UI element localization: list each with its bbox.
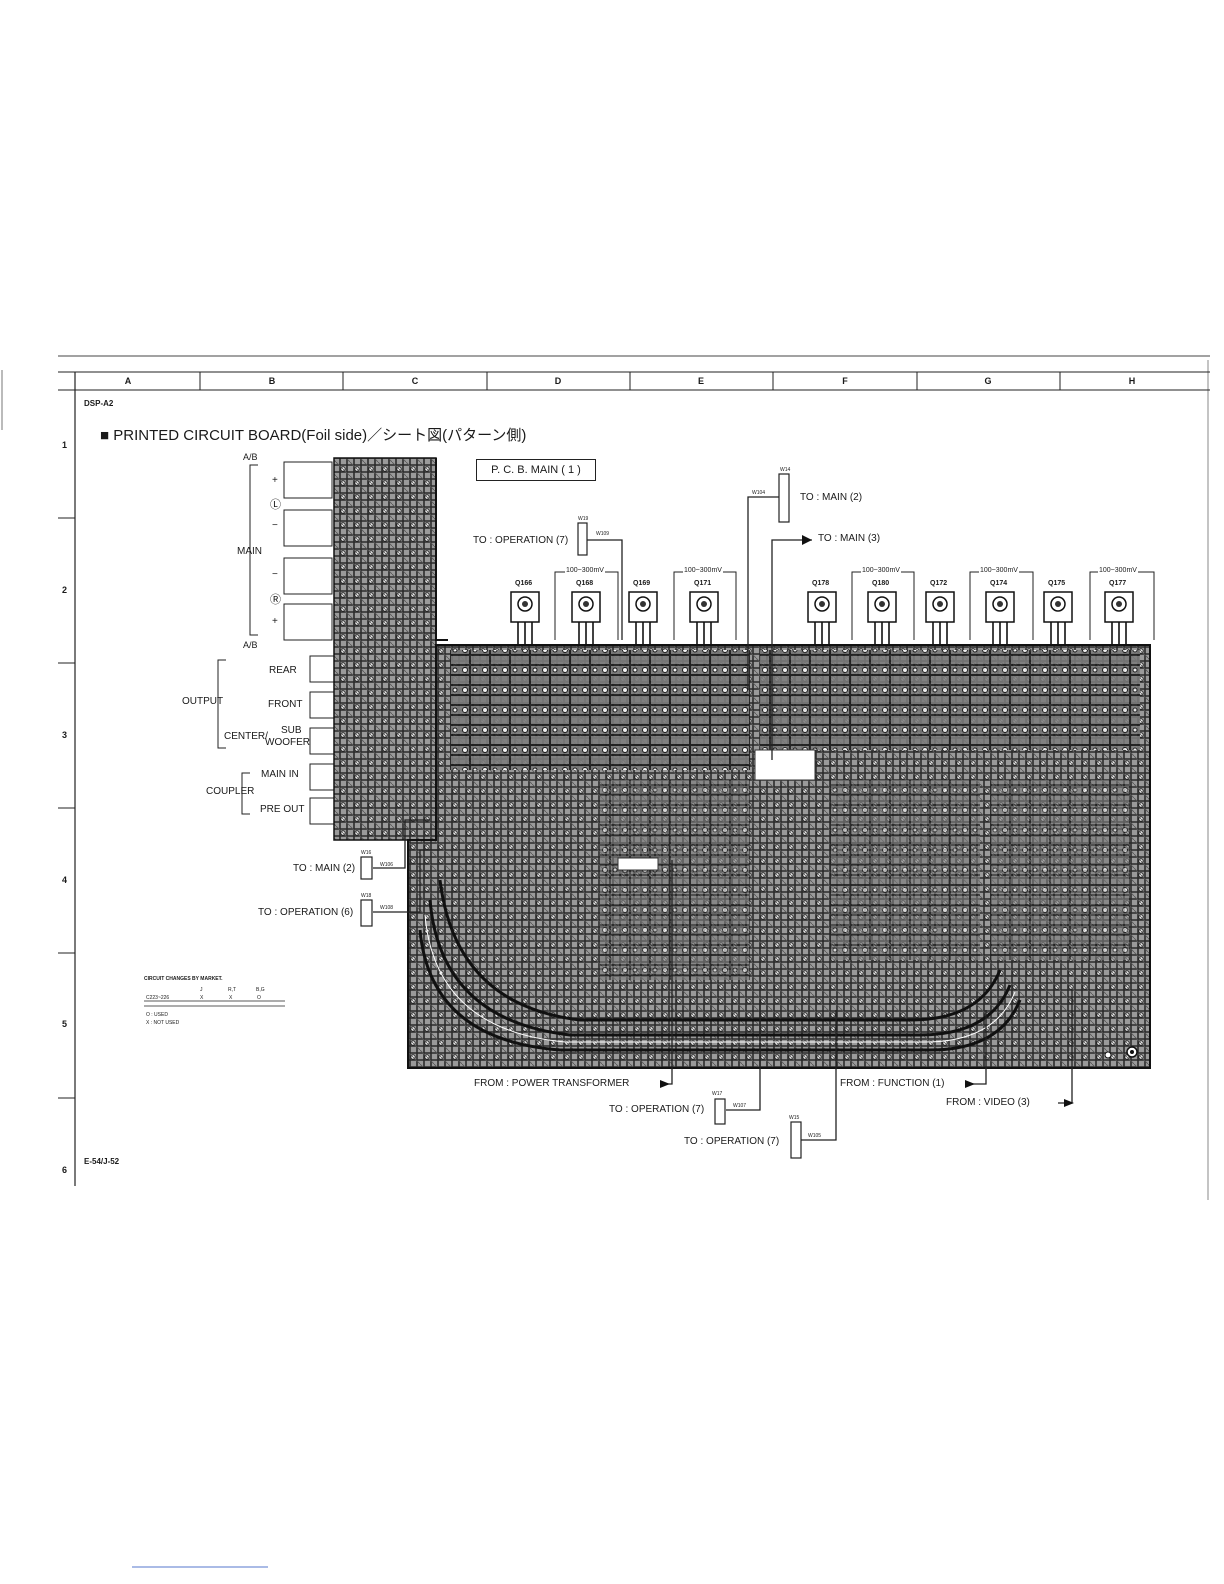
label-from-video: FROM : VIDEO (3) [946, 1097, 1030, 1108]
market-table-header-bg: B,G [256, 987, 265, 993]
transistor-voltage-q180: 100~300mV [861, 567, 901, 574]
transistor-voltage-q177: 100~300mV [1098, 567, 1138, 574]
transistor-label-q172: Q172 [930, 580, 948, 587]
output-center-label: CENTER/ [224, 731, 268, 742]
market-table-cell-rt: X [229, 995, 233, 1001]
transistor-label-q171: Q171 [694, 580, 712, 587]
label-to-main-2-left: TO : MAIN (2) [293, 863, 356, 874]
column-label-f: F [842, 376, 848, 386]
transistor-label-q166: Q166 [515, 580, 533, 587]
label-from-function: FROM : FUNCTION (1) [840, 1078, 945, 1089]
connector-id-w109: W109 [596, 531, 610, 537]
connector-id-w19: W19 [578, 516, 589, 522]
terminal-ab-top: A/B [243, 452, 258, 462]
output-woofer-label: WOOFER [265, 737, 310, 748]
transistor-q169 [628, 591, 658, 646]
column-label-c: C [411, 376, 419, 386]
transistor-q166 [510, 591, 540, 646]
market-table-header-j: J [200, 987, 203, 993]
label-to-operation-7-top: TO : OPERATION (7) [473, 535, 569, 546]
label-to-main-3: TO : MAIN (3) [818, 533, 881, 544]
market-table-legend-used: O : USED [146, 1012, 168, 1018]
terminal-plus-bottom: + [272, 616, 278, 627]
label-to-operation-6: TO : OPERATION (6) [258, 907, 354, 918]
transistor-q174 [985, 591, 1015, 646]
row-label-3: 3 [62, 730, 68, 740]
transistor-label-q178: Q178 [812, 580, 830, 587]
transistor-q168 [571, 591, 601, 646]
output-sub-label: SUB [281, 725, 302, 736]
output-group-label: OUTPUT [182, 696, 224, 707]
terminal-ab-bottom: A/B [243, 640, 258, 650]
label-from-power-transformer: FROM : POWER TRANSFORMER [474, 1078, 630, 1089]
connector-id-w14: W14 [780, 467, 791, 473]
column-label-h: H [1128, 376, 1136, 386]
row-label-1: 1 [62, 440, 68, 450]
transistor-voltage-q168: 100~300mV [565, 567, 605, 574]
terminal-minus-top: − [272, 520, 278, 531]
connector-id-w15: W15 [789, 1115, 800, 1121]
connector-id-w16: W16 [361, 850, 372, 856]
transistor-label-q169: Q169 [633, 580, 651, 587]
row-label-4: 4 [62, 875, 68, 885]
column-label-g: G [984, 376, 992, 386]
column-label-d: D [554, 376, 562, 386]
coupler-group-label: COUPLER [206, 786, 255, 797]
market-table-cell-bg: O [257, 995, 261, 1001]
terminal-minus-bottom: − [272, 569, 278, 580]
connector-id-w106: W106 [380, 862, 394, 868]
transistor-voltage-q171: 100~300mV [683, 567, 723, 574]
column-label-b: B [268, 376, 276, 386]
market-table-legend-not-used: X : NOT USED [146, 1020, 180, 1026]
transistor-voltage-q174: 100~300mV [979, 567, 1019, 574]
label-to-operation-7-bottom-1: TO : OPERATION (7) [609, 1104, 705, 1115]
transistor-label-q168: Q168 [576, 580, 594, 587]
coupler-main-in-label: MAIN IN [261, 769, 299, 780]
connector-id-w108: W108 [380, 905, 394, 911]
board-label: P. C. B. MAIN ( 1 ) [476, 459, 596, 481]
terminal-plus-top: + [272, 475, 278, 486]
output-rear-label: REAR [269, 665, 297, 676]
column-label-a: A [124, 376, 132, 386]
page-number: E-54/J-52 [84, 1157, 120, 1166]
transistor-q177 [1104, 591, 1134, 646]
connector-id-w104: W104 [752, 490, 766, 496]
connector-id-w18: W18 [361, 893, 372, 899]
row-label-2: 2 [62, 585, 68, 595]
label-to-main-2-top: TO : MAIN (2) [800, 492, 863, 503]
coupler-pre-out-label: PRE OUT [260, 804, 305, 815]
row-label-6: 6 [62, 1165, 68, 1175]
terminal-main: MAIN [237, 546, 262, 557]
market-table-cell-part: C223~226 [146, 995, 170, 1001]
transistor-label-q180: Q180 [872, 580, 890, 587]
terminal-right-symbol: Ⓡ [270, 594, 281, 606]
transistor-q175 [1043, 591, 1073, 646]
market-table-header-rt: R,T [228, 987, 237, 993]
row-label-5: 5 [62, 1019, 68, 1029]
model-name: DSP-A2 [84, 399, 114, 408]
output-front-label: FRONT [268, 699, 303, 710]
terminal-left-symbol: Ⓛ [270, 499, 281, 511]
transistor-q171 [689, 591, 719, 646]
connector-id-w107: W107 [733, 1103, 747, 1109]
transistor-label-q174: Q174 [990, 580, 1008, 587]
transistor-q180 [867, 591, 897, 646]
transistor-q178 [807, 591, 837, 646]
page-title: ■ PRINTED CIRCUIT BOARD(Foil side)／シート図(… [100, 427, 527, 444]
column-label-e: E [697, 376, 705, 386]
label-to-operation-7-bottom-2: TO : OPERATION (7) [684, 1136, 780, 1147]
market-table-cell-j: X [200, 995, 204, 1001]
connector-id-w17: W17 [712, 1091, 723, 1097]
market-table-title: CIRCUIT CHANGES BY MARKET. [144, 976, 223, 982]
transistor-q172 [925, 591, 955, 646]
transistor-label-q175: Q175 [1048, 580, 1066, 587]
transistor-label-q177: Q177 [1109, 580, 1127, 587]
connector-id-w105: W105 [808, 1133, 822, 1139]
